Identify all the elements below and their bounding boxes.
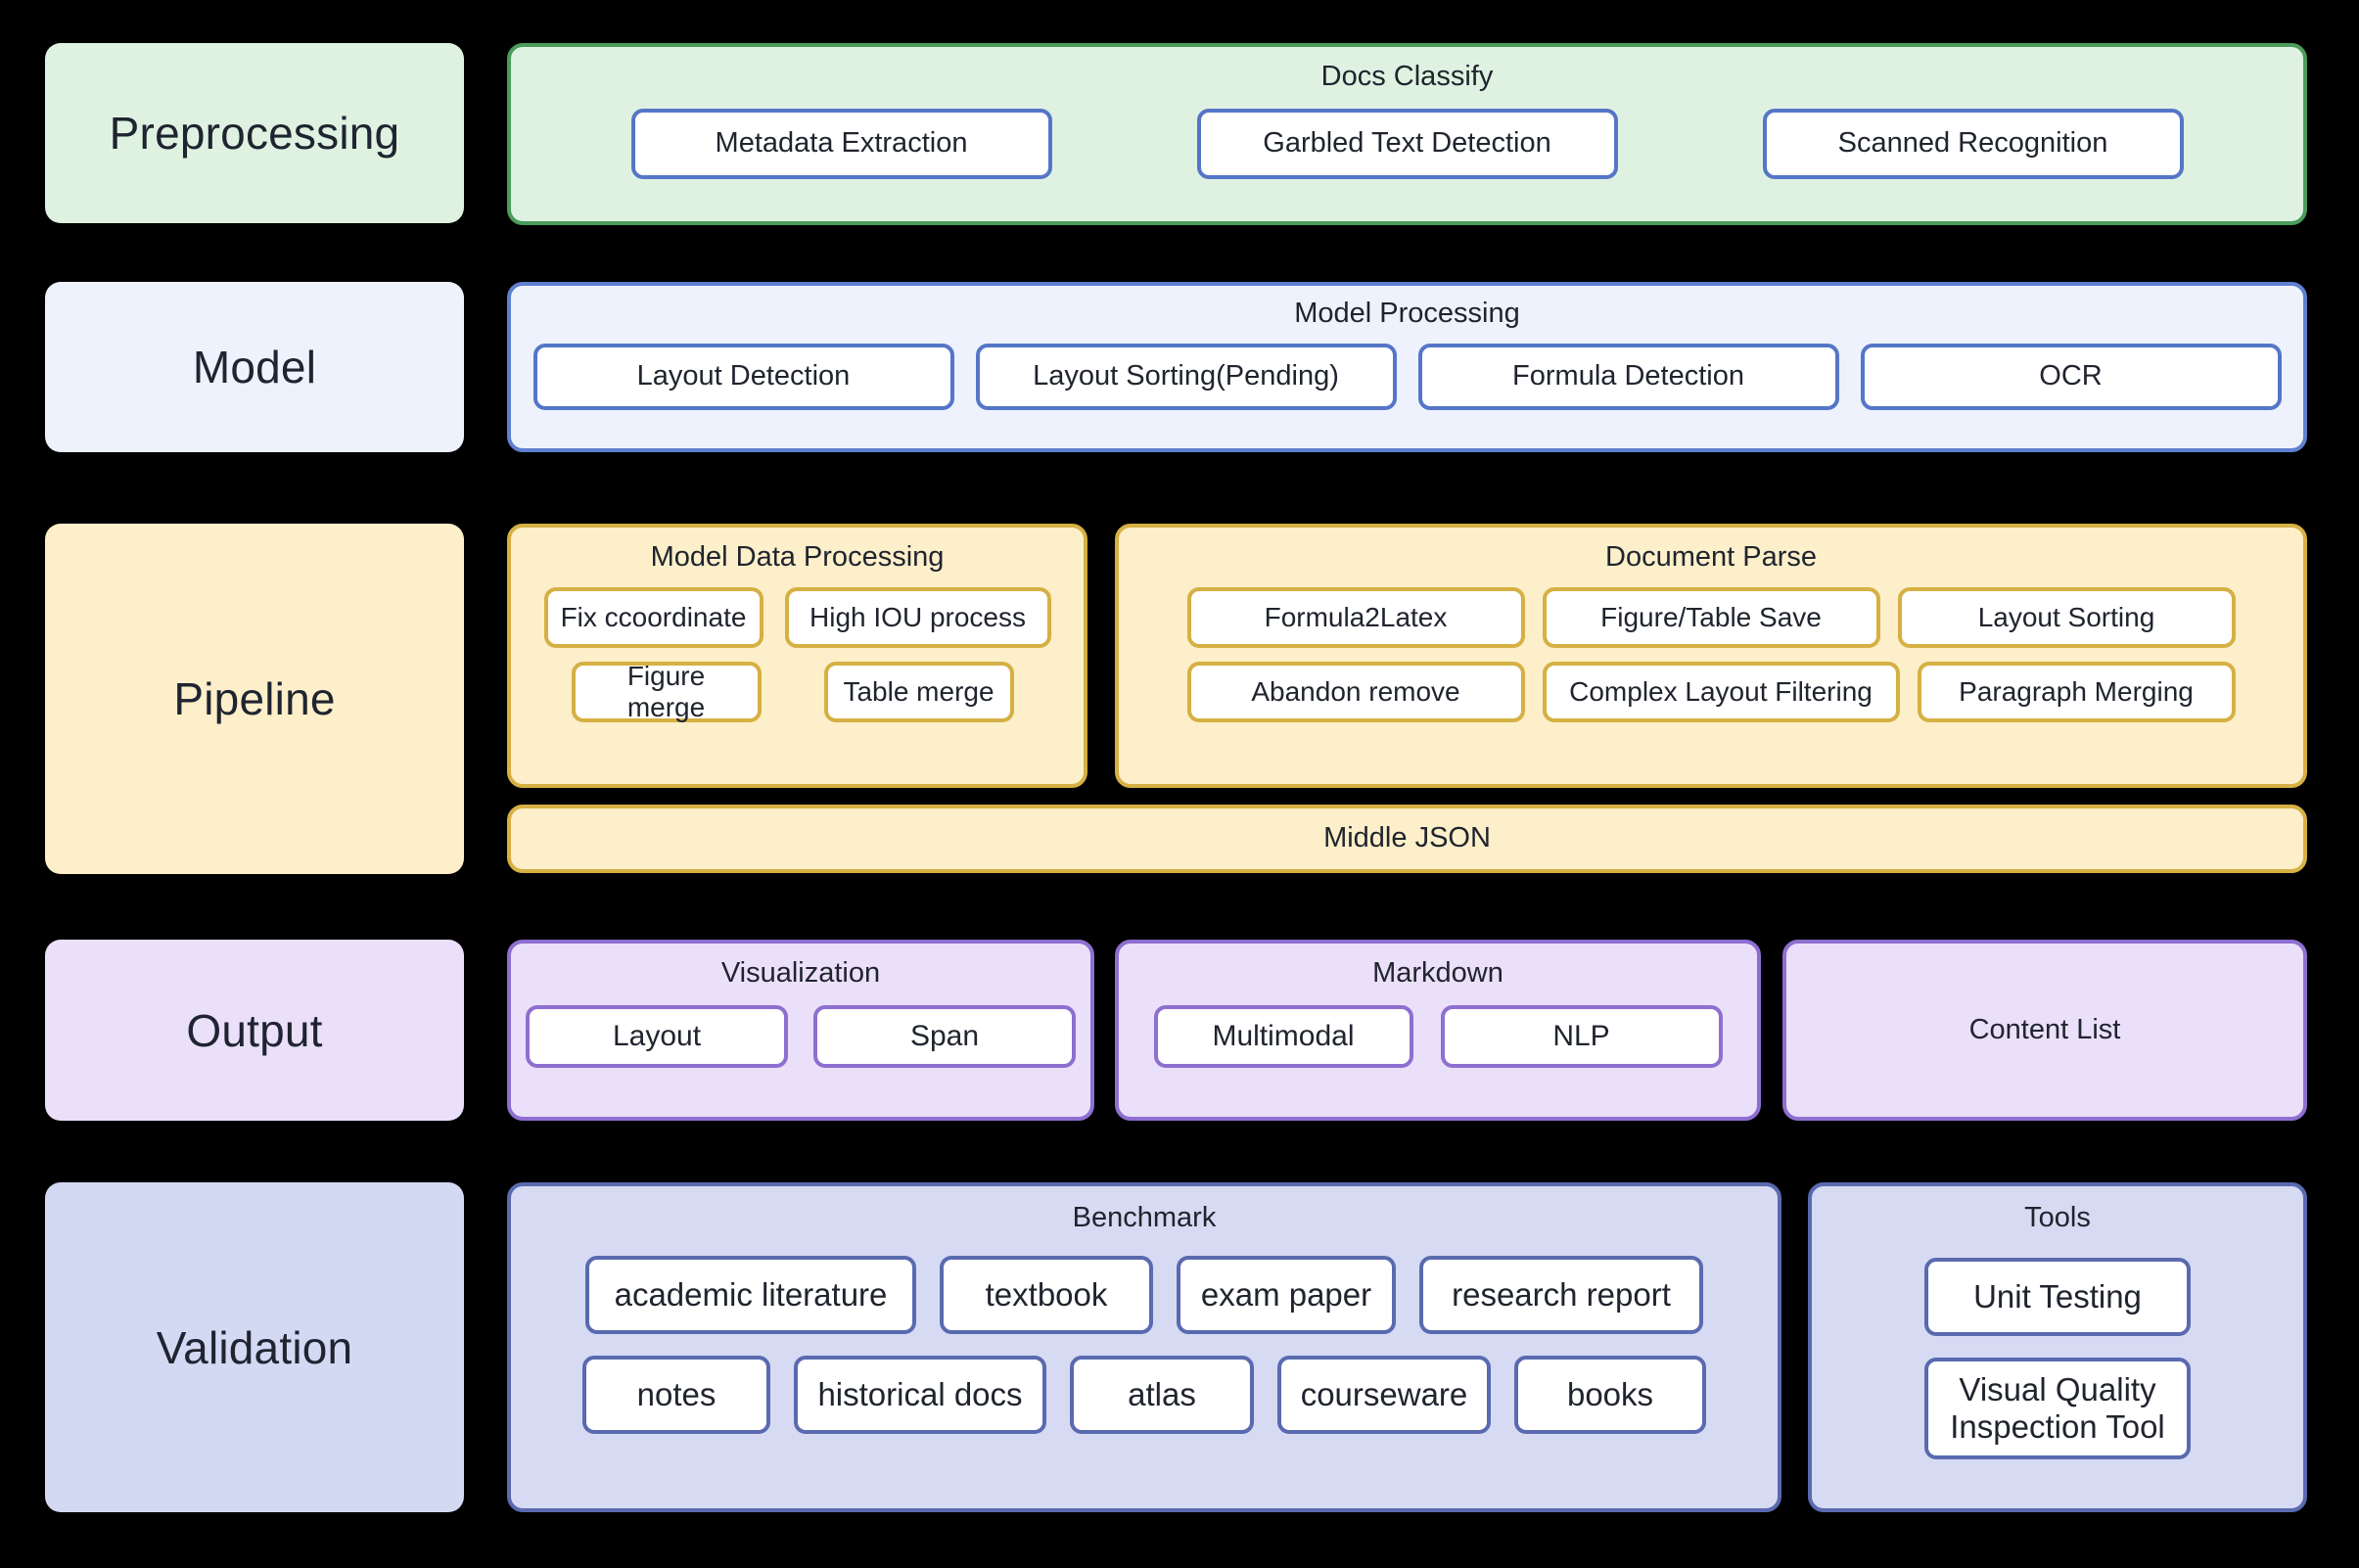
group-model-data-processing: Model Data Processing Fix ccoordinate Hi… — [507, 524, 1087, 788]
stage-label-pipeline-text: Pipeline — [173, 673, 336, 724]
stage-label-output: Output — [45, 940, 464, 1121]
group-content-list: Content List — [1782, 940, 2307, 1121]
chip-fix-ccoordinate[interactable]: Fix ccoordinate — [543, 587, 763, 648]
group-title-benchmark: Benchmark — [1072, 1202, 1217, 1233]
chip-high-iou-process[interactable]: High IOU process — [784, 587, 1051, 648]
stage-label-output-text: Output — [186, 1004, 323, 1056]
group-title-model-processing: Model Processing — [1294, 298, 1520, 329]
stage-label-pipeline: Pipeline — [45, 524, 464, 874]
chip-paragraph-merging[interactable]: Paragraph Merging — [1917, 662, 2236, 722]
chip-unit-testing[interactable]: Unit Testing — [1924, 1258, 2191, 1336]
group-tools: Tools Unit Testing Visual Quality Inspec… — [1808, 1182, 2307, 1512]
group-model-processing: Model Processing Layout Detection Layout… — [507, 282, 2307, 452]
group-middle-json: Middle JSON — [507, 805, 2307, 873]
group-title-markdown: Markdown — [1372, 957, 1503, 989]
chip-research-report[interactable]: research report — [1419, 1256, 1703, 1334]
chip-figure-table-save[interactable]: Figure/Table Save — [1542, 587, 1880, 648]
group-title-document-parse: Document Parse — [1605, 541, 1817, 573]
chip-abandon-remove[interactable]: Abandon remove — [1186, 662, 1525, 722]
chip-layout-sorting-pending[interactable]: Layout Sorting(Pending) — [975, 344, 1397, 410]
stage-label-preprocessing-text: Preprocessing — [109, 108, 400, 159]
chip-layout[interactable]: Layout — [526, 1005, 788, 1068]
group-benchmark: Benchmark academic literature textbook e… — [507, 1182, 1781, 1512]
chip-layout-detection[interactable]: Layout Detection — [532, 344, 954, 410]
chip-formula-detection[interactable]: Formula Detection — [1417, 344, 1839, 410]
chip-ocr[interactable]: OCR — [1860, 344, 2282, 410]
chip-formula2latex[interactable]: Formula2Latex — [1186, 587, 1525, 648]
group-docs-classify: Docs Classify Metadata Extraction Garble… — [507, 43, 2307, 225]
chip-books[interactable]: books — [1514, 1356, 1706, 1434]
chip-academic-literature[interactable]: academic literature — [585, 1256, 916, 1334]
group-title-model-data-processing: Model Data Processing — [650, 541, 945, 573]
chip-scanned-recognition[interactable]: Scanned Recognition — [1762, 109, 2184, 179]
group-title-tools: Tools — [2024, 1202, 2091, 1233]
chip-metadata-extraction[interactable]: Metadata Extraction — [630, 109, 1052, 179]
stage-label-model-text: Model — [192, 342, 317, 392]
group-title-content-list: Content List — [1968, 1014, 2121, 1045]
chip-garbled-text-detection[interactable]: Garbled Text Detection — [1196, 109, 1618, 179]
group-markdown: Markdown Multimodal NLP — [1115, 940, 1761, 1121]
chip-layout-sorting[interactable]: Layout Sorting — [1897, 587, 2236, 648]
chip-historical-docs[interactable]: historical docs — [794, 1356, 1046, 1434]
group-document-parse: Document Parse Formula2Latex Figure/Tabl… — [1115, 524, 2307, 788]
group-title-visualization: Visualization — [720, 957, 881, 989]
group-visualization: Visualization Layout Span — [507, 940, 1094, 1121]
stage-label-validation-text: Validation — [156, 1321, 353, 1373]
chip-nlp[interactable]: NLP — [1440, 1005, 1723, 1068]
group-title-docs-classify: Docs Classify — [1320, 61, 1494, 92]
chip-table-merge[interactable]: Table merge — [823, 662, 1014, 722]
chip-figure-merge[interactable]: Figure merge — [571, 661, 762, 722]
stage-label-validation: Validation — [45, 1182, 464, 1512]
chip-exam-paper[interactable]: exam paper — [1177, 1256, 1396, 1334]
chip-atlas[interactable]: atlas — [1070, 1356, 1254, 1434]
chip-textbook[interactable]: textbook — [940, 1256, 1153, 1334]
stage-label-preprocessing: Preprocessing — [45, 43, 464, 223]
chip-complex-layout-filtering[interactable]: Complex Layout Filtering — [1542, 662, 1900, 722]
chip-span[interactable]: Span — [813, 1005, 1076, 1068]
chip-notes[interactable]: notes — [582, 1356, 770, 1434]
chip-courseware[interactable]: courseware — [1277, 1356, 1491, 1434]
chip-visual-quality-inspection-tool[interactable]: Visual Quality Inspection Tool — [1924, 1358, 2191, 1459]
chip-multimodal[interactable]: Multimodal — [1153, 1005, 1413, 1068]
group-title-middle-json: Middle JSON — [1323, 822, 1491, 853]
stage-label-model: Model — [45, 282, 464, 452]
